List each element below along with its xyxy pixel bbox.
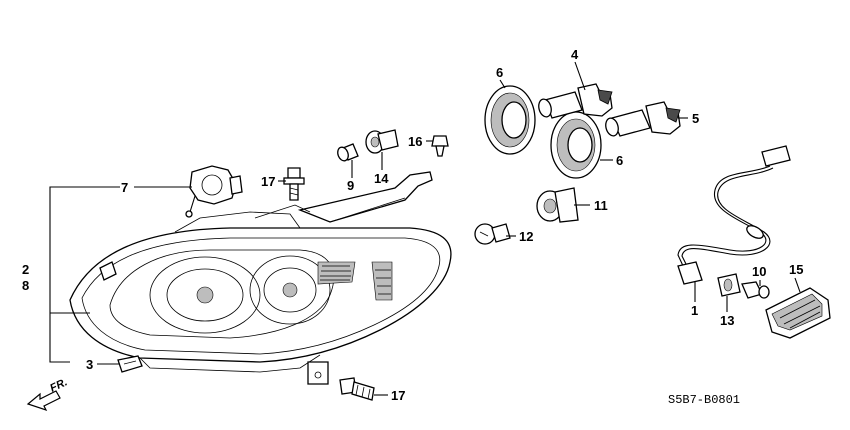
callout-1: 1	[691, 303, 698, 318]
callout-7: 7	[121, 180, 128, 195]
arrow-icon	[26, 390, 61, 412]
front-direction-indicator: FR.	[26, 376, 69, 412]
bulb-12	[474, 223, 511, 245]
wire-harness-1	[677, 145, 791, 285]
callout-14: 14	[374, 171, 389, 186]
socket-14	[365, 129, 399, 154]
callout-4: 4	[571, 47, 579, 62]
callout-6-lower: 6	[616, 153, 623, 168]
clip-16	[431, 135, 449, 157]
callout-labels: 7 2 8 3 17 9 14 16 6 4 5 6 11 12 1 13 10…	[22, 47, 803, 403]
diagram-code: S5B7-B0801	[668, 393, 740, 407]
callout-17-lower: 17	[391, 388, 405, 403]
socket-13	[717, 273, 741, 297]
dust-cover-6-upper	[484, 85, 536, 155]
callout-12: 12	[519, 229, 533, 244]
callout-17-upper: 17	[261, 174, 275, 189]
leveling-actuator	[185, 165, 243, 218]
side-marker-15	[765, 287, 831, 339]
headlight-assembly	[69, 171, 452, 385]
callout-3: 3	[86, 357, 93, 372]
callout-8: 8	[22, 278, 29, 293]
dust-cover-6-lower	[550, 111, 602, 179]
headlight-bulb-4	[538, 83, 613, 119]
callout-11: 11	[594, 198, 608, 213]
bolt-17-upper	[283, 167, 305, 201]
clip-nut-3	[117, 355, 143, 373]
callout-16: 16	[408, 134, 422, 149]
callout-6-upper: 6	[496, 65, 503, 80]
callout-10: 10	[752, 264, 766, 279]
bulb-10	[741, 281, 770, 299]
bulb-9	[337, 143, 359, 162]
callout-13: 13	[720, 313, 734, 328]
socket-11	[536, 187, 579, 223]
front-label: FR.	[48, 376, 69, 394]
callout-9: 9	[347, 178, 354, 193]
bolt-17-lower	[339, 377, 375, 401]
headlight-bulb-5	[605, 101, 681, 137]
leader-lines	[49, 61, 801, 396]
callout-15: 15	[789, 262, 803, 277]
callout-2: 2	[22, 262, 29, 277]
callout-5: 5	[692, 111, 699, 126]
